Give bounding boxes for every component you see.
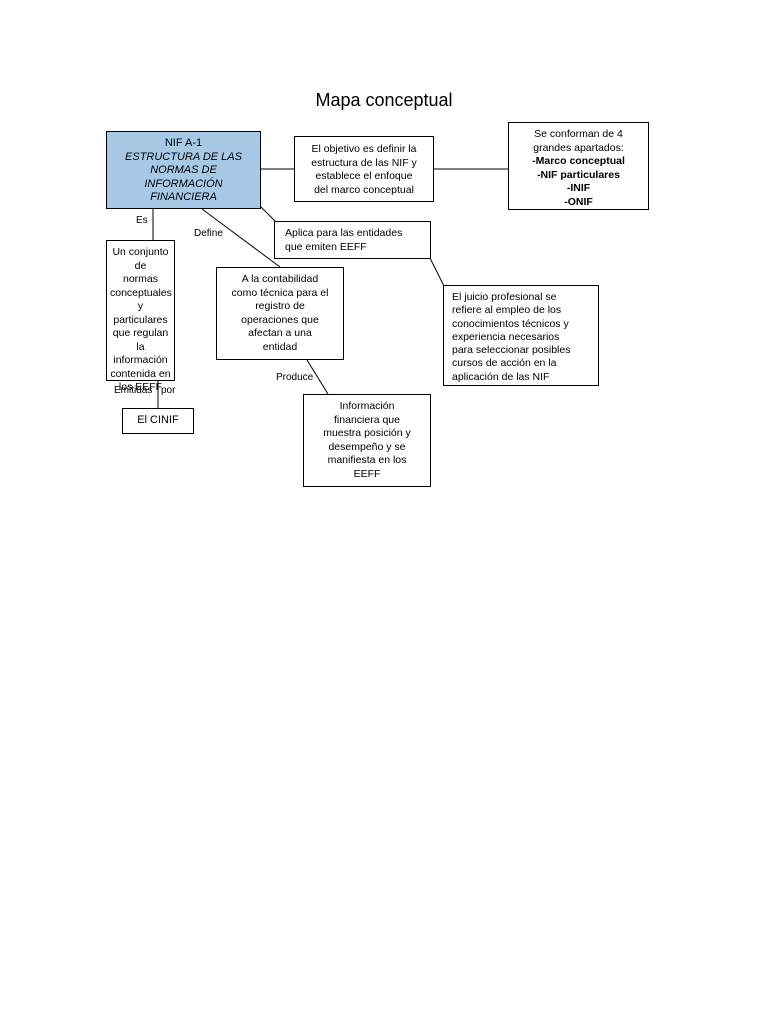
informacion-line: EEFF [353, 467, 381, 480]
main-line: ESTRUCTURA DE LAS [125, 150, 242, 163]
contabilidad-node: A la contabilidad como técnica para el r… [216, 267, 344, 360]
conjunto-line: Un conjunto de [112, 246, 169, 272]
contabilidad-line: operaciones que [241, 313, 319, 326]
main-line: FINANCIERA [150, 191, 217, 203]
conjunto-line: información [113, 354, 168, 366]
juicio-line: aplicación de las NIF [452, 370, 550, 383]
conjunto-line: contenida en [110, 367, 171, 380]
objetivo-line: El objetivo es definir la [311, 143, 417, 155]
cinif-node: El CINIF [122, 408, 194, 434]
edge-label-es: Es [136, 215, 148, 226]
conjunto-line: conceptuales y [110, 286, 172, 313]
objetivo-line: estructura de las NIF y [311, 156, 417, 169]
juicio-line: El juicio profesional se [452, 291, 557, 303]
nif-code: NIF A-1 [164, 137, 203, 149]
connector-main-contabilidad [201, 208, 281, 268]
juicio-line: refiere al empleo de los [452, 304, 562, 317]
cinif-label: El CINIF [137, 414, 179, 426]
page-title: Mapa conceptual [315, 90, 453, 110]
contabilidad-line: afectan a una [248, 327, 312, 339]
conjunto-node: Un conjunto de normas conceptuales y par… [106, 240, 175, 393]
apartados-intro-line: grandes apartados: [533, 141, 624, 154]
conjunto-line: que regulan la [112, 327, 169, 353]
apartado-item: -NIF particulares [537, 168, 620, 181]
juicio-line: conocimientos técnicos y [452, 317, 569, 330]
edge-label-produce: Produce [276, 372, 314, 383]
contabilidad-line: registro de [255, 300, 305, 312]
connector-contabilidad-informacion [306, 359, 329, 395]
juicio-line: experiencia necesarios [452, 330, 560, 343]
connector-aplica-juicio [429, 257, 445, 287]
contabilidad-line: A la contabilidad [241, 273, 319, 285]
objetivo-line: establece el enfoque [315, 170, 413, 182]
conjunto-line: particulares [113, 313, 168, 326]
apartados-node: Se conforman de 4 grandes apartados: -Ma… [508, 122, 649, 210]
informacion-line: Información [339, 400, 395, 412]
edge-label-por: por [161, 385, 176, 396]
contabilidad-line: entidad [262, 340, 298, 353]
edge-label-define: Define [194, 228, 223, 239]
apartados-intro-line: Se conforman de 4 [534, 128, 623, 140]
juicio-line: para seleccionar posibles [452, 344, 571, 357]
conjunto-line: los EEFF [118, 381, 163, 393]
informacion-line: muestra posición y [323, 427, 411, 439]
aplica-line: que emiten EEFF [285, 240, 367, 253]
objetivo-line: del marco conceptual [314, 183, 414, 196]
apartado-item: -ONIF [564, 195, 593, 208]
aplica-line: Aplica para las entidades [285, 227, 403, 239]
contabilidad-line: como técnica para el [231, 286, 329, 299]
informacion-line: desempeño y se [328, 440, 406, 453]
apartado-item: -INIF [566, 182, 591, 194]
apartado-item: -Marco conceptual [532, 155, 625, 167]
juicio-line: cursos de acción en la [452, 357, 557, 370]
informacion-line: manifiesta en los [327, 454, 407, 466]
juicio-node: El juicio profesional se refiere al empl… [443, 285, 599, 386]
nif-a1-node: NIF A-1 ESTRUCTURA DE LAS NORMAS DE INFO… [106, 131, 261, 209]
edge-label-emitidas: Emitidas [114, 385, 153, 396]
main-line: INFORMACIÓN [144, 177, 223, 190]
aplica-node: Aplica para las entidades que emiten EEF… [274, 221, 431, 259]
connector-main-aplica [260, 206, 277, 223]
objetivo-node: El objetivo es definir la estructura de … [294, 136, 434, 202]
main-line: NORMAS DE [150, 164, 217, 176]
informacion-line: financiera que [334, 413, 400, 426]
informacion-node: Información financiera que muestra posic… [303, 394, 431, 487]
conjunto-line: normas [122, 273, 158, 285]
